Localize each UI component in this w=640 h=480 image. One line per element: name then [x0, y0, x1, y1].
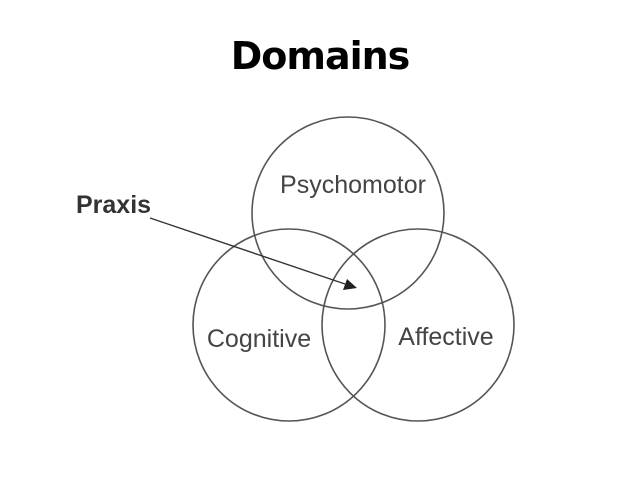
venn-label-psychomotor: Psychomotor: [280, 171, 426, 199]
praxis-pointer-line: [149, 217, 346, 285]
venn-circle-affective: [321, 228, 515, 422]
venn-circle-psychomotor: [251, 116, 445, 310]
venn-label-affective: Affective: [398, 323, 493, 351]
venn-circle-cognitive: [192, 228, 386, 422]
praxis-label: Praxis: [76, 191, 151, 219]
praxis-arrow-icon: [343, 279, 357, 290]
venn-label-cognitive: Cognitive: [207, 325, 311, 353]
slide-title: Domains: [230, 34, 411, 78]
